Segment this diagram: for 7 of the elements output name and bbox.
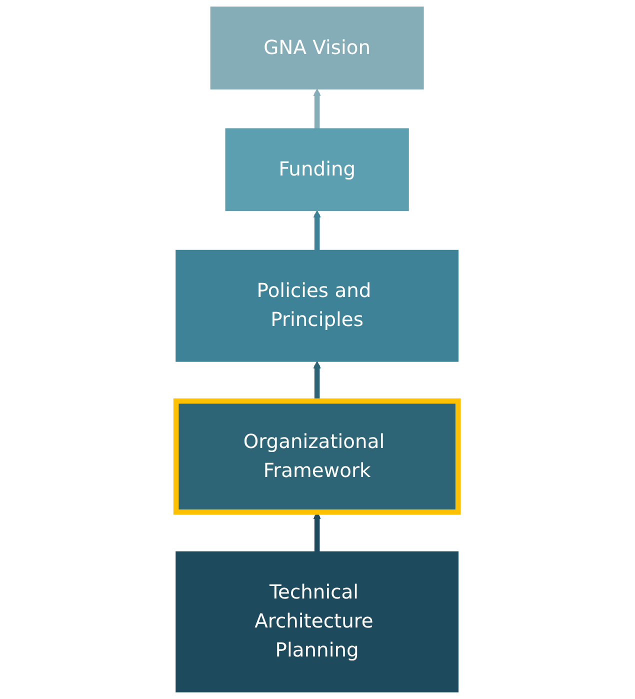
arrow <box>314 88 322 129</box>
node-box: GNA Vision <box>210 6 424 90</box>
node-box: Funding <box>226 128 410 212</box>
node-box: Organizational Framework <box>174 398 462 515</box>
node-box: Policies and Principles <box>176 250 459 362</box>
node-box: Technical Architecture Planning <box>176 551 459 692</box>
arrow <box>314 210 322 250</box>
